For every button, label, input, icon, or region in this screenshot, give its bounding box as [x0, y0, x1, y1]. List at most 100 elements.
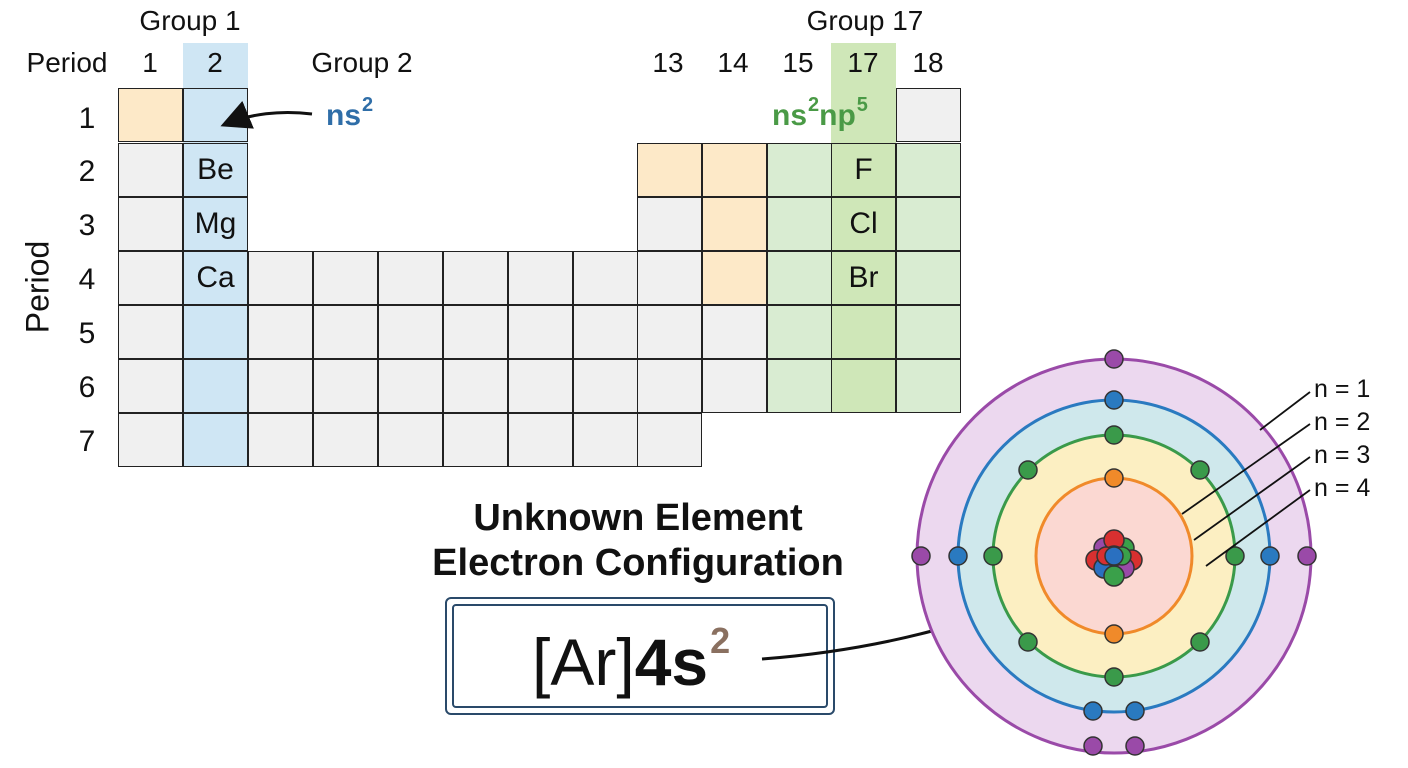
period-header: Period: [26, 47, 108, 78]
table-cell: [637, 413, 702, 467]
table-cell: [118, 359, 183, 413]
unknown-title-line2: Electron Configuration: [432, 542, 844, 584]
element-cell: F: [831, 143, 896, 197]
electron-n2: [1018, 460, 1038, 480]
table-cell: [508, 251, 573, 305]
table-cell: [183, 413, 248, 467]
table-cell: [896, 305, 961, 359]
table-cell: [508, 413, 573, 467]
element-cell: Ca: [183, 251, 248, 305]
table-cell: [508, 305, 573, 359]
leader-line-n1: [1259, 391, 1311, 431]
table-cell: [637, 359, 702, 413]
table-cell: [378, 413, 443, 467]
column-number-18: 18: [912, 47, 944, 78]
table-cell: [118, 143, 183, 197]
config-box-outer: [445, 597, 835, 715]
column-number-17: 17: [847, 47, 879, 78]
electron-n4: [1083, 736, 1103, 756]
electron-n3: [1260, 546, 1280, 566]
table-cell: [183, 359, 248, 413]
table-cell: [248, 413, 313, 467]
table-cell: [248, 305, 313, 359]
atom-diagram: [911, 349, 1317, 756]
leader-line-n4: [1205, 489, 1311, 567]
electron-n2: [1225, 546, 1245, 566]
config-core: [Ar]: [532, 625, 635, 699]
table-cell: [313, 413, 378, 467]
table-cell: [378, 305, 443, 359]
electron-n2: [1190, 460, 1210, 480]
group17-config-label: ns2np5: [772, 94, 868, 133]
table-cell: [443, 251, 508, 305]
row-number-7: 7: [78, 425, 96, 458]
table-cell: [573, 413, 638, 467]
table-cell: [313, 305, 378, 359]
unknown-title-line1: Unknown Element: [473, 497, 803, 539]
table-cell: [767, 143, 832, 197]
column-number-1: 1: [142, 47, 158, 78]
electron-n4: [911, 546, 931, 566]
element-cell: Cl: [831, 197, 896, 251]
table-cell: [118, 88, 183, 142]
electron-n2: [1190, 632, 1210, 652]
table-cell: [637, 251, 702, 305]
electron-n1: [1104, 624, 1124, 644]
table-cell: [896, 143, 961, 197]
table-cell: [637, 197, 702, 251]
row-number-4: 4: [78, 263, 96, 296]
group17-config-sup2: 5: [856, 94, 868, 116]
electron-n4: [1125, 736, 1145, 756]
group17-label: Group 17: [806, 5, 924, 36]
element-cell: Be: [183, 143, 248, 197]
table-cell: [702, 305, 767, 359]
group2-label: Group 2: [311, 47, 413, 78]
shell-label-n1: n = 1: [1314, 375, 1371, 403]
table-cell: [767, 197, 832, 251]
table-cell: [118, 197, 183, 251]
config-box-inner: [452, 604, 828, 708]
group2-config-base: ns: [326, 99, 362, 132]
element-cell: Br: [831, 251, 896, 305]
shell-label-n2: n = 2: [1314, 408, 1371, 436]
table-cell: [896, 251, 961, 305]
shell-label-n4: n = 4: [1314, 474, 1371, 502]
element-cell: Mg: [183, 197, 248, 251]
table-cell: [378, 251, 443, 305]
leader-line-n3: [1193, 456, 1311, 541]
table-cell: [573, 251, 638, 305]
table-cell: [831, 305, 896, 359]
group17-highlight-band: [831, 43, 896, 412]
table-cell: [248, 251, 313, 305]
electron-n4: [1297, 546, 1317, 566]
table-cell: [443, 359, 508, 413]
table-cell: [637, 305, 702, 359]
row-number-5: 5: [78, 317, 96, 350]
electron-n3: [948, 546, 968, 566]
group2-config-sup: 2: [362, 94, 374, 116]
table-cell: [896, 197, 961, 251]
electron-n1: [1104, 468, 1124, 488]
table-cell: [508, 359, 573, 413]
table-cell: [313, 251, 378, 305]
table-cell: [248, 359, 313, 413]
column-number-15: 15: [782, 47, 814, 78]
unknown-config-formula: [Ar]4s2: [532, 620, 730, 700]
electron-n3: [1125, 701, 1145, 721]
group17-config-sup1: 2: [808, 94, 820, 116]
electron-n3: [1104, 390, 1124, 410]
config-exponent: 2: [710, 620, 731, 661]
table-cell: [118, 251, 183, 305]
table-cell: [702, 197, 767, 251]
table-cell: [313, 359, 378, 413]
config-shell: 4s: [634, 625, 709, 699]
electron-n2: [983, 546, 1003, 566]
table-cell: [118, 305, 183, 359]
shell-label-n3: n = 3: [1314, 441, 1371, 469]
row-number-6: 6: [78, 371, 96, 404]
electron-n2: [1104, 425, 1124, 445]
electron-n3: [1083, 701, 1103, 721]
table-cell: [702, 251, 767, 305]
table-cell: [183, 305, 248, 359]
table-cell: [573, 359, 638, 413]
